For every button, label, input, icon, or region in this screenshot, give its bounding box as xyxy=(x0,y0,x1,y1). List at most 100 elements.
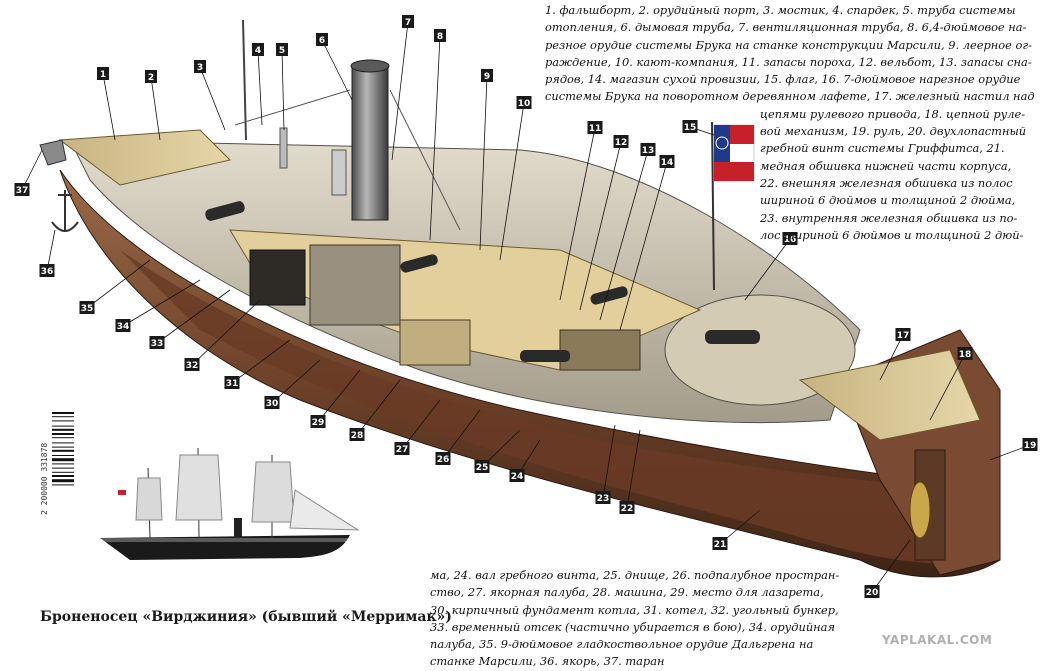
callout-27: 27 xyxy=(394,442,410,455)
legend-line: 22. внешняя железная обшивка из полос xyxy=(760,175,1013,190)
callout-21: 21 xyxy=(712,537,728,550)
callout-10: 10 xyxy=(516,96,532,109)
callout-number: 19 xyxy=(1024,441,1037,451)
smokestack xyxy=(351,64,389,221)
callout-15: 15 xyxy=(682,120,698,133)
callout-6: 6 xyxy=(316,33,328,46)
callout-number: 31 xyxy=(226,379,239,389)
legend-line: раждение, 10. кают-компания, 11. запасы … xyxy=(545,54,1032,69)
leader-line xyxy=(479,75,488,251)
legend-bottom: ма, 24. вал гребного винта, 25. днище, 2… xyxy=(430,567,839,671)
callout-1: 1 xyxy=(97,67,109,80)
leader-line xyxy=(156,289,231,344)
ram xyxy=(39,139,67,166)
callout-number: 28 xyxy=(351,431,364,441)
legend-line: палуба, 35. 9-дюймовое гладкоствольное о… xyxy=(430,637,814,652)
callout-number: 21 xyxy=(714,540,727,550)
callout-number: 20 xyxy=(866,588,879,598)
callout-30: 30 xyxy=(264,396,280,409)
callout-number: 22 xyxy=(621,504,634,514)
callout-12: 12 xyxy=(613,135,629,148)
legend-line: ма, 24. вал гребного винта, 25. днище, 2… xyxy=(430,568,840,582)
leader-line xyxy=(744,238,791,301)
heating-pipe xyxy=(279,127,288,169)
legend-line: вой механизм, 19. руль, 20. двухлопастны… xyxy=(760,124,1027,139)
callout-35: 35 xyxy=(79,301,95,314)
gun-mid-2 xyxy=(590,286,628,305)
barcode-bar xyxy=(52,475,74,477)
legend-line: 23. внутренняя железная обшивка из по- xyxy=(760,210,1018,225)
callout-4: 4 xyxy=(252,43,264,56)
callout-24: 24 xyxy=(509,469,525,482)
vent-pipe xyxy=(331,149,347,196)
callout-26: 26 xyxy=(435,452,451,465)
gun-lower xyxy=(520,350,570,362)
anchor xyxy=(51,190,79,232)
barcode-bar xyxy=(52,479,74,483)
callout-number: 4 xyxy=(255,46,261,56)
callout-9: 9 xyxy=(481,69,493,82)
forward-deck xyxy=(58,129,231,186)
callout-28: 28 xyxy=(349,428,365,441)
leader-line xyxy=(281,49,285,131)
callout-22: 22 xyxy=(619,501,635,514)
barcode-bar xyxy=(52,449,74,452)
gun-fore xyxy=(205,201,245,221)
barcode-bar xyxy=(52,458,74,462)
barcode-bar xyxy=(52,433,74,435)
callout-number: 16 xyxy=(784,235,797,245)
callout-14: 14 xyxy=(659,155,675,168)
callout-17: 17 xyxy=(895,328,911,341)
leader-line xyxy=(271,359,321,404)
leader-line xyxy=(602,424,616,499)
gun-aft xyxy=(705,330,760,344)
callout-number: 25 xyxy=(476,463,489,473)
merrimack-sailing-ship-illustration xyxy=(100,447,360,560)
leader-line xyxy=(879,334,904,381)
aft-deck xyxy=(664,294,856,406)
figure-caption: Броненосец «Вирджиния» (бывший «Мерримак… xyxy=(40,609,452,625)
callout-11: 11 xyxy=(587,121,603,134)
leader-line xyxy=(559,127,596,301)
leader-line xyxy=(429,35,441,241)
boiler xyxy=(309,244,401,326)
callout-16: 16 xyxy=(782,232,798,245)
callout-29: 29 xyxy=(310,415,326,428)
callout-number: 7 xyxy=(405,18,411,28)
barcode-bar xyxy=(52,412,74,414)
callout-3: 3 xyxy=(194,60,206,73)
barcode-bar xyxy=(52,420,74,422)
barcode-bar xyxy=(52,446,74,448)
callout-number: 9 xyxy=(484,72,490,82)
callout-number: 34 xyxy=(117,322,130,332)
callout-13: 13 xyxy=(640,143,656,156)
callout-number: 33 xyxy=(151,339,164,349)
callout-number: 30 xyxy=(266,399,279,409)
mast xyxy=(242,19,247,141)
callout-23: 23 xyxy=(595,491,611,504)
callout-number: 10 xyxy=(518,99,531,109)
callout-number: 15 xyxy=(684,123,697,133)
callout-2: 2 xyxy=(145,70,157,83)
barcode-bar xyxy=(52,428,74,431)
legend-line: рядов, 14. магазин сухой провизии, 15. ф… xyxy=(545,72,1021,87)
callout-37: 37 xyxy=(14,183,30,196)
leader-lines xyxy=(21,21,1031,593)
leader-line xyxy=(86,259,151,309)
legend-line: 1. фальшборт, 2. орудийный порт, 3. мост… xyxy=(545,3,1016,17)
callout-34: 34 xyxy=(115,319,131,332)
gun-mid-1 xyxy=(400,254,438,273)
legend-line: 33. временный отсек (частично убирается … xyxy=(430,619,835,634)
leader-line xyxy=(257,49,263,126)
leader-line xyxy=(619,161,668,331)
legend-line: 30. кирпичный фундамент котла, 31. котел… xyxy=(430,602,839,617)
leader-line xyxy=(442,409,481,460)
legend-line: станке Марсили, 36. якорь, 37. таран xyxy=(430,654,665,669)
leader-line xyxy=(356,379,401,436)
flagstaff xyxy=(711,121,715,291)
callout-number: 32 xyxy=(186,361,199,371)
stores xyxy=(559,329,641,371)
confederate-flag xyxy=(713,124,755,182)
callout-25: 25 xyxy=(474,460,490,473)
